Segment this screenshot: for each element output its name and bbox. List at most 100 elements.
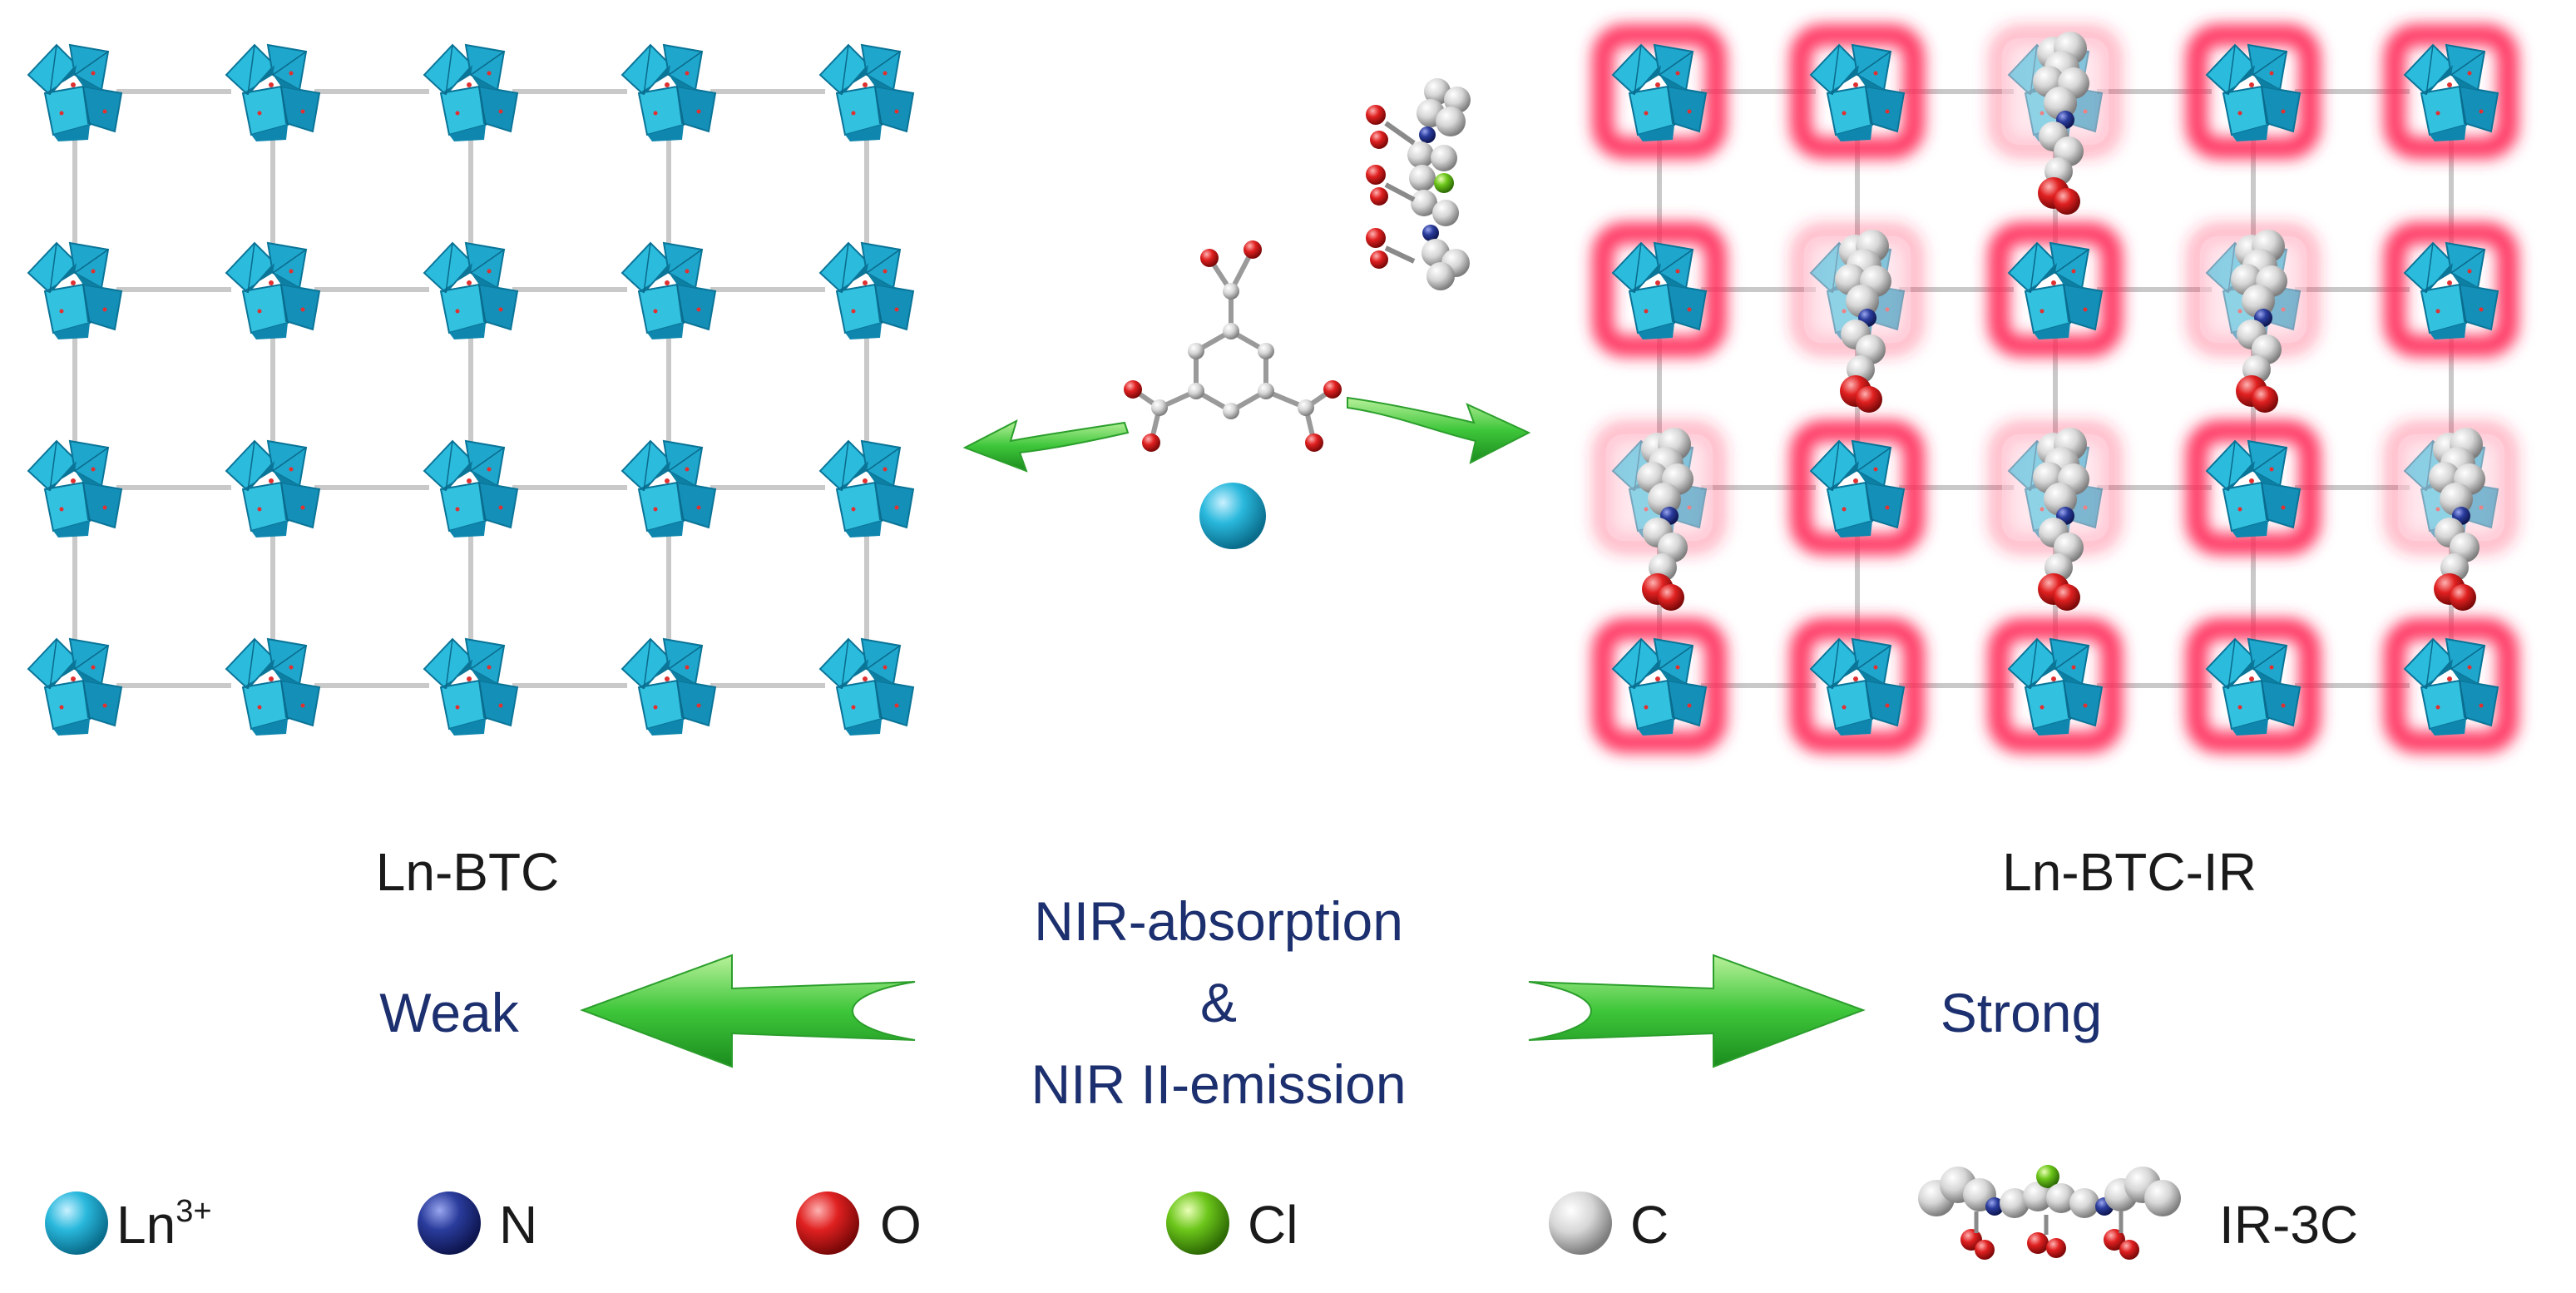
nir-emission-glow [2384,24,2519,159]
nitrogen-sphere-icon [418,1191,481,1255]
nir-emission-glow [2186,420,2321,555]
nir-emission-glow [2186,24,2321,159]
ln-btc-framework [27,44,914,736]
ln-btc-node [27,242,122,340]
strong-label: Strong [1941,982,2102,1043]
ln-polyhedron-cluster [2206,638,2301,736]
ln-polyhedron-cluster [27,440,122,538]
legend-c-label: C [1630,1195,1669,1255]
legend-cl-label: Cl [1248,1195,1298,1255]
ln-polyhedron-cluster [225,440,320,538]
nir-emission-glow [1790,420,1925,555]
ln-polyhedron-cluster [819,242,914,340]
ln-btc-ir-label: Ln-BTC-IR [2002,842,2257,902]
ln-polyhedron-cluster [819,638,914,736]
nir-emission-glow [1592,24,1727,159]
ln-polyhedron-cluster [2206,440,2301,538]
ln-ion-sphere-icon [45,1191,108,1255]
ln-polyhedron-cluster [27,638,122,736]
strong-arrow [1528,954,1866,1068]
ln-ion-sphere [1199,483,1266,549]
ln-polyhedron-cluster [1612,638,1707,736]
nir-emission-glow [2186,618,2321,753]
ln-polyhedron-cluster [423,44,518,142]
nir-emission-glow [1988,222,2123,357]
ln-btc-ir-node [1988,222,2123,357]
ln-polyhedron-cluster [2206,44,2301,142]
ln-polyhedron-cluster [819,44,914,142]
ln-btc-ir-node [1790,618,1925,753]
oxygen-sphere-icon [796,1191,859,1255]
nir-ii-emission-text: NIR II-emission [1031,1053,1406,1115]
ln-btc-ir-node [1790,24,1925,159]
carbon-sphere-icon [1549,1191,1612,1255]
ln-btc-node [225,242,320,340]
ln-polyhedron-cluster [423,638,518,736]
nir-emission-glow [1790,24,1925,159]
legend-ln-label: Ln [116,1195,176,1255]
ln-polyhedron-cluster [2008,242,2103,340]
arrow-to-ln-btc [962,419,1130,473]
ir-3c-dye-molecule [1366,78,1471,290]
ln-polyhedron-cluster [225,242,320,340]
ln-polyhedron-cluster [27,242,122,340]
ln-btc-ir-node [2186,420,2321,555]
ln-btc-node [621,638,716,736]
legend-item-n: N [418,1191,537,1255]
ln-polyhedron-cluster [621,638,716,736]
ln-polyhedron-cluster [225,44,320,142]
nir-emission-glow [2384,618,2519,753]
ln-btc-node [621,242,716,340]
ln-btc-ir-framework [1592,24,2519,753]
ln-btc-ir-node [2384,222,2519,357]
legend-ln-superscript: 3+ [176,1194,211,1229]
ln-btc-node [423,242,518,340]
ln-polyhedron-cluster [423,242,518,340]
ln-btc-node [819,440,914,538]
ln-btc-ir-node [2186,24,2321,159]
ln-btc-node [423,44,518,142]
ln-polyhedron-cluster [1810,638,1905,736]
btc-linker-molecule [1124,240,1342,452]
nir-emission-glow [1790,618,1925,753]
ln-btc-node [423,440,518,538]
ln-polyhedron-cluster [1612,242,1707,340]
arrow-to-ln-btc-ir [1347,396,1531,464]
ln-btc-ir-node [1592,618,1727,753]
ln-btc-node [27,638,122,736]
legend-n-label: N [499,1195,537,1255]
legend-item-cl: Cl [1166,1191,1298,1255]
chlorine-sphere-icon [1166,1191,1229,1255]
ln-polyhedron-cluster [2008,638,2103,736]
nir-emission-glow [1988,618,2123,753]
ln-polyhedron-cluster [1810,440,1905,538]
weak-arrow [580,954,916,1068]
svg-text:Ln3+: Ln3+ [116,1194,212,1255]
legend-item-ir-3c: IR-3C [1918,1165,2358,1260]
ln-btc-node [27,44,122,142]
legend-ir-3c-label: IR-3C [2219,1195,2358,1255]
ln-btc-node [621,44,716,142]
ln-btc-ir-node [1988,618,2123,753]
ln-btc-node [225,638,320,736]
ln-polyhedron-cluster [2404,242,2499,340]
ln-polyhedron-cluster [819,440,914,538]
ln-btc-node [225,440,320,538]
nir-emission-glow [2384,222,2519,357]
nir-emission-glow [1592,222,1727,357]
ln-polyhedron-cluster [2404,44,2499,142]
ln-polyhedron-cluster [621,440,716,538]
ln-polyhedron-cluster [1612,44,1707,142]
ln-polyhedron-cluster [621,242,716,340]
ln-polyhedron-cluster [2404,638,2499,736]
ln-btc-ir-node [1790,420,1925,555]
ampersand-text: & [1200,972,1237,1033]
ln-btc-node [621,440,716,538]
legend-item-o: O [796,1191,922,1255]
legend-o-label: O [880,1195,922,1255]
weak-label: Weak [379,982,520,1043]
nir-absorption-text: NIR-absorption [1034,890,1403,952]
ln-polyhedron-cluster [423,440,518,538]
nir-emission-glow [1592,618,1727,753]
